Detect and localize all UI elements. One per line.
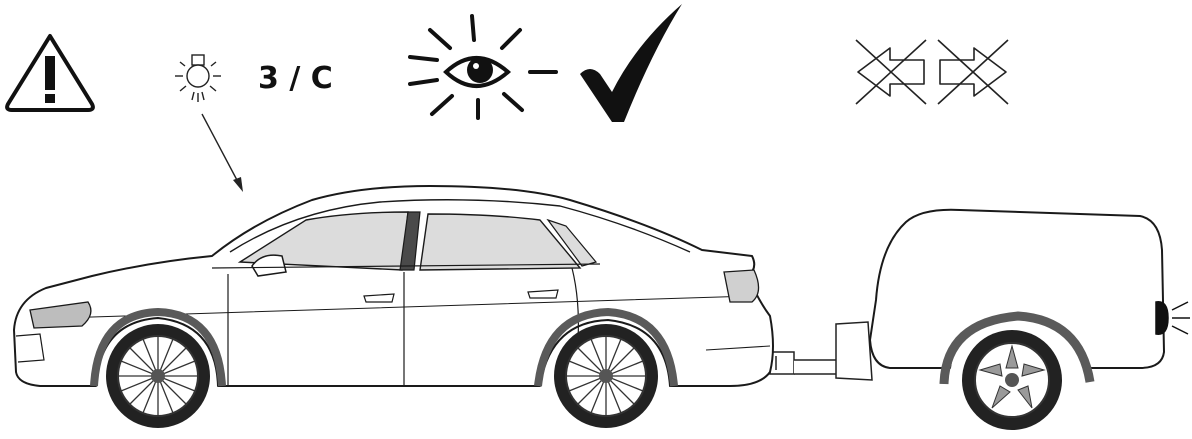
eye-icon [410,16,556,118]
tow-hitch [770,322,872,380]
pointer-arrow [202,114,243,192]
lamp-rays [1172,302,1190,334]
warning-triangle-icon [7,36,93,110]
sedan-car [14,186,773,428]
tail-light [724,270,759,302]
box-trailer [870,210,1190,430]
trailer-wheel [962,330,1062,430]
bulb-icon [175,55,221,102]
rear-wheel [554,324,658,428]
crossed-turn-signals-icon [856,40,1008,104]
code-label: 3 / C [258,61,333,96]
trailer-rear-lamp [1156,302,1168,334]
checkmark-icon [580,4,682,122]
front-wheel [106,324,210,428]
